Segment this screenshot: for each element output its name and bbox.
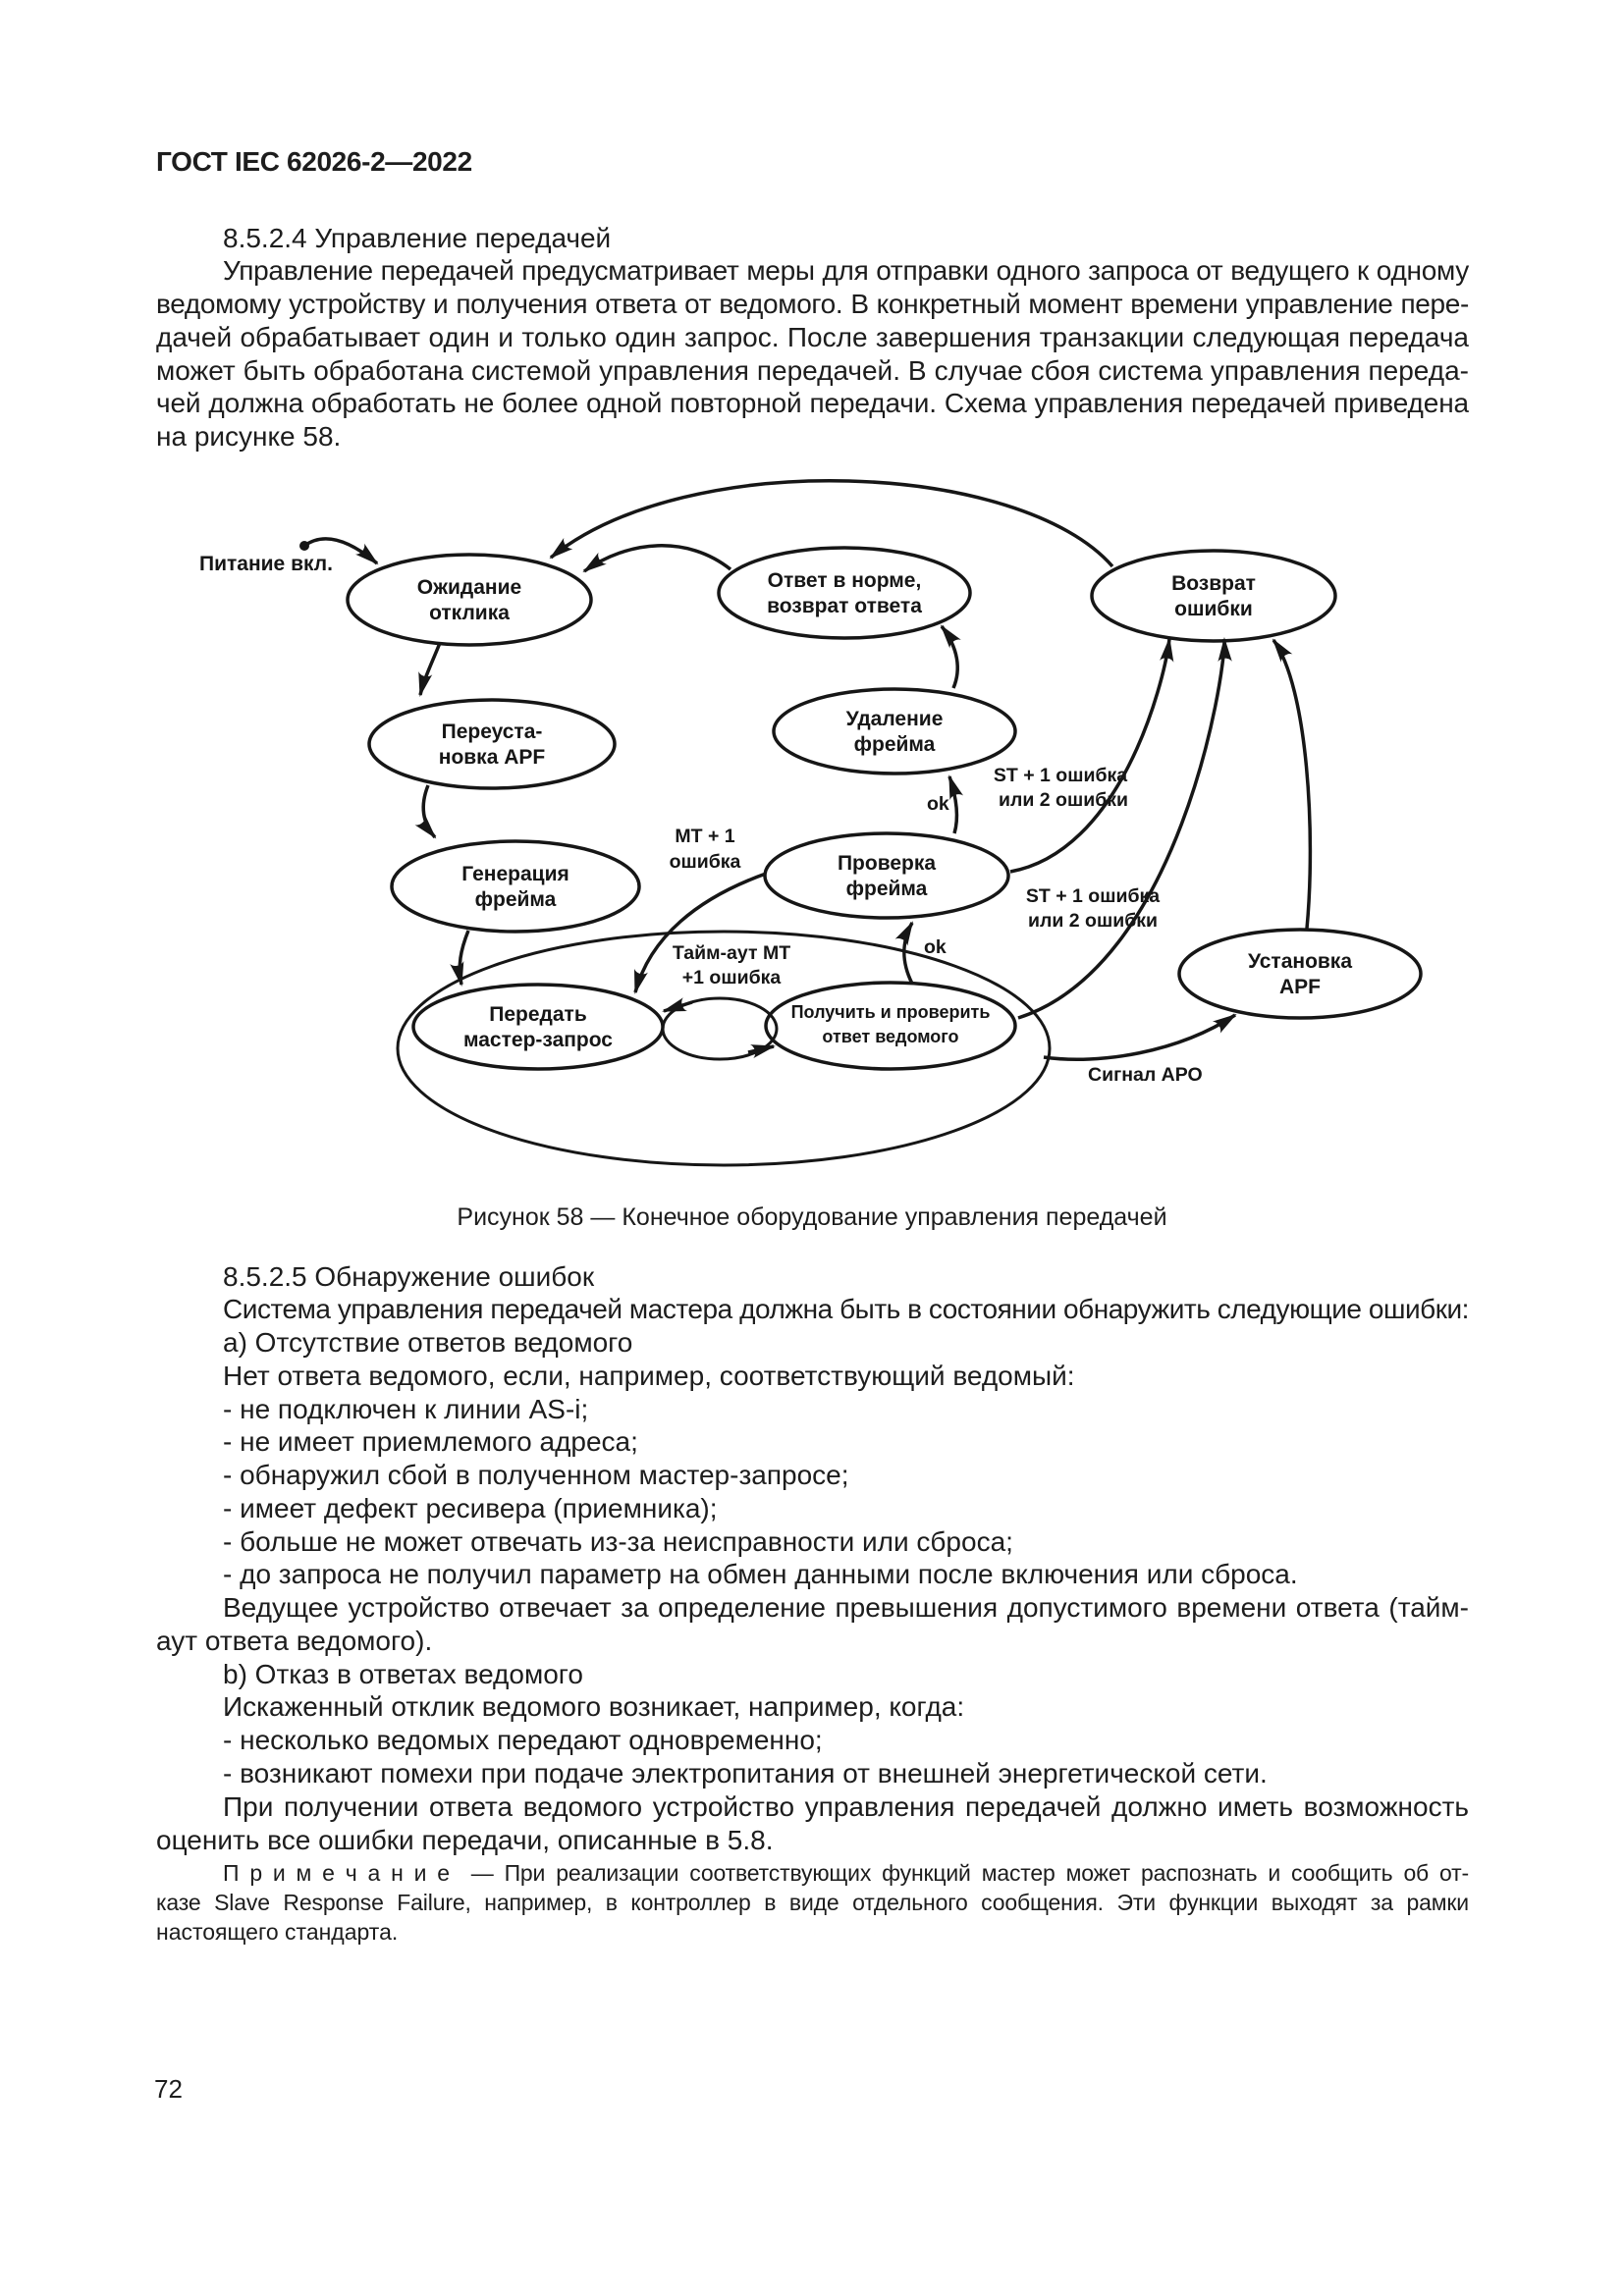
- svg-text:Ответ в норме,: Ответ в норме,: [768, 569, 922, 592]
- svg-text:или 2 ошибки: или 2 ошибки: [999, 789, 1128, 811]
- svg-text:ответ ведомого: ответ ведомого: [822, 1027, 958, 1046]
- svg-text:ok: ok: [927, 793, 949, 815]
- svg-text:Удаление: Удаление: [846, 708, 944, 730]
- svg-text:новка APF: новка APF: [439, 746, 546, 769]
- svg-text:Передать: Передать: [489, 1003, 587, 1026]
- svg-text:Питание вкл.: Питание вкл.: [199, 553, 333, 575]
- svg-text:Возврат: Возврат: [1171, 572, 1256, 595]
- svg-text:ST + 1 ошибка: ST + 1 ошибка: [994, 765, 1127, 786]
- svg-text:мастер-запрос: мастер-запрос: [463, 1029, 613, 1051]
- svg-text:отклика: отклика: [429, 602, 510, 624]
- svg-text:МТ + 1: МТ + 1: [675, 826, 734, 847]
- svg-text:Установка: Установка: [1248, 950, 1352, 973]
- svg-text:Тайм-аут МТ: Тайм-аут МТ: [673, 942, 790, 964]
- svg-text:фрейма: фрейма: [475, 888, 557, 911]
- svg-text:Сигнал АРО: Сигнал АРО: [1088, 1064, 1203, 1086]
- svg-text:+1 ошибка: +1 ошибка: [682, 967, 782, 988]
- svg-text:ошибка: ошибка: [670, 851, 741, 873]
- svg-text:Ожидание: Ожидание: [417, 576, 521, 599]
- svg-text:ошибки: ошибки: [1174, 598, 1253, 620]
- svg-text:Генерация: Генерация: [461, 863, 568, 885]
- svg-text:фрейма: фрейма: [854, 733, 936, 756]
- svg-text:ST + 1 ошибка: ST + 1 ошибка: [1026, 885, 1160, 907]
- svg-text:возврат ответа: возврат ответа: [767, 595, 922, 617]
- svg-text:фрейма: фрейма: [846, 878, 928, 900]
- svg-text:Проверка: Проверка: [838, 852, 936, 875]
- svg-text:ok: ok: [924, 936, 947, 958]
- svg-text:APF: APF: [1279, 976, 1321, 998]
- svg-text:или 2 ошибки: или 2 ошибки: [1028, 910, 1158, 932]
- svg-text:Получить и проверить: Получить и проверить: [791, 1002, 991, 1022]
- svg-text:Переуста-: Переуста-: [442, 721, 543, 743]
